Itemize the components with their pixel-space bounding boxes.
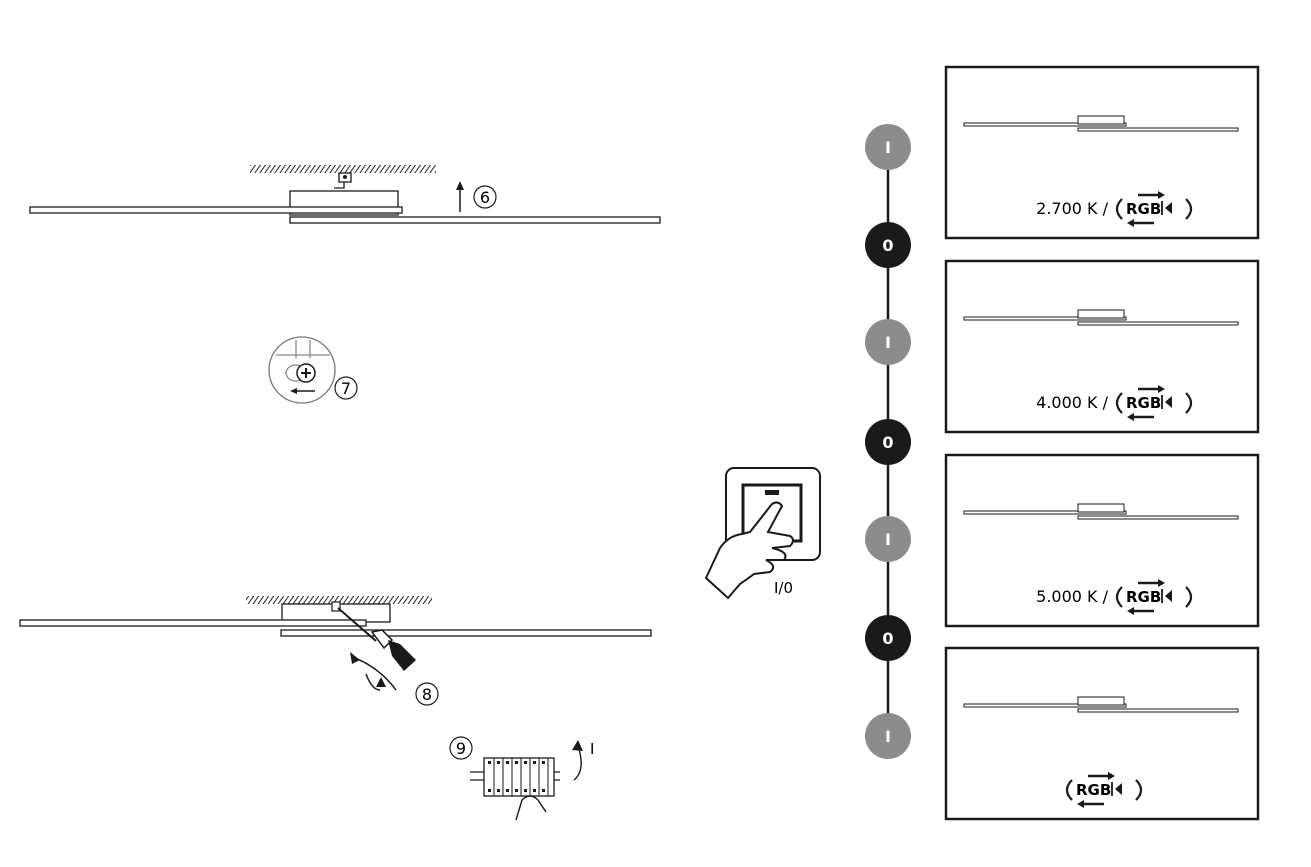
state-label: 0 [882,629,893,648]
step8-tighten: 8 [19,596,652,706]
state-circle [865,516,911,562]
rgb-label: RGB [1126,394,1161,412]
breaker-on-label: I [590,740,594,758]
temperature-label: 4.000 K / [1036,393,1108,412]
rgb-label: RGB [1126,200,1161,218]
sequence-step-off: 0 [865,419,911,465]
rgb-label: RGB [1126,588,1161,606]
state-label: I [885,727,891,746]
light-bar-upper [29,206,403,214]
color-panel: 5.000 K / RGB [944,453,1260,628]
mini-bar-upper [963,122,1127,127]
mini-bar-lower [1077,515,1239,520]
color-panel: 4.000 K / RGB [944,259,1260,434]
mini-bar-lower [1077,708,1239,713]
step6-ceiling-mount: 6 [29,165,661,224]
state-circle [865,222,911,268]
mini-bar-upper [963,510,1127,515]
color-panel: 2.700 K / RGB [944,65,1260,240]
light-bar-lower [280,629,652,637]
light-bar-upper [19,619,367,627]
sequence-step-on: I [865,319,911,365]
mini-bar-upper [963,703,1127,708]
mini-bar-lower [1077,127,1239,132]
panel-frame [944,65,1260,240]
hand-pressing-icon [704,501,794,600]
state-circle [865,615,911,661]
rgb-cycle-icon: RGB [1065,770,1143,810]
step7-badge [334,376,358,400]
step7-screw-detail: 7 [268,336,358,404]
temperature-label: 2.700 K / [1036,199,1108,218]
color-mode-panels: 2.700 K / RGB 4.000 K / RGB 5.000 K / RGB RGB [944,65,1260,821]
state-circle [865,124,911,170]
sequence-step-on: I [865,713,911,759]
ceiling-hatch [246,596,432,604]
rotate-arrow-icon [351,656,397,691]
state-label: I [885,530,891,549]
mini-canopy [1077,115,1125,125]
step9-breaker: 9 I [449,736,594,821]
panel-frame [944,259,1260,434]
step8-number: 8 [422,685,432,704]
state-circle [865,713,911,759]
step7-number: 7 [341,379,351,398]
temperature-label: 5.000 K / [1036,587,1108,606]
mini-canopy [1077,309,1125,319]
state-circle [865,419,911,465]
light-bar-lower [289,216,661,224]
state-label: I [885,138,891,157]
mini-bar-lower [1077,321,1239,326]
sequence-step-off: 0 [865,615,911,661]
mini-bar-upper [963,316,1127,321]
step8-badge [415,682,439,706]
state-circle [865,319,911,365]
color-panel: RGB [944,646,1260,821]
sequence-step-on: I [865,124,911,170]
step6-number: 6 [480,188,490,207]
panel-frame [944,453,1260,628]
state-label: 0 [882,236,893,255]
rgb-cycle-icon: RGB [1115,383,1193,423]
screwdriver-icon [337,607,416,671]
ceiling-hatch [250,165,436,173]
flip-up-arrow-icon [573,745,582,781]
mini-canopy [1077,696,1125,706]
wall-switch: I/0 [704,467,821,600]
sequence-step-on: I [865,516,911,562]
switch-label: I/0 [774,579,793,597]
rgb-cycle-icon: RGB [1115,189,1193,229]
state-label: I [885,333,891,352]
finger-icon [515,795,547,821]
rgb-label: RGB [1076,781,1111,799]
step9-badge [449,736,473,760]
step6-badge [473,185,497,209]
rgb-cycle-icon: RGB [1115,577,1193,617]
step9-number: 9 [456,739,466,758]
panel-frame [944,646,1260,821]
mini-canopy [1077,503,1125,513]
sequence-step-off: 0 [865,222,911,268]
state-label: 0 [882,433,893,452]
